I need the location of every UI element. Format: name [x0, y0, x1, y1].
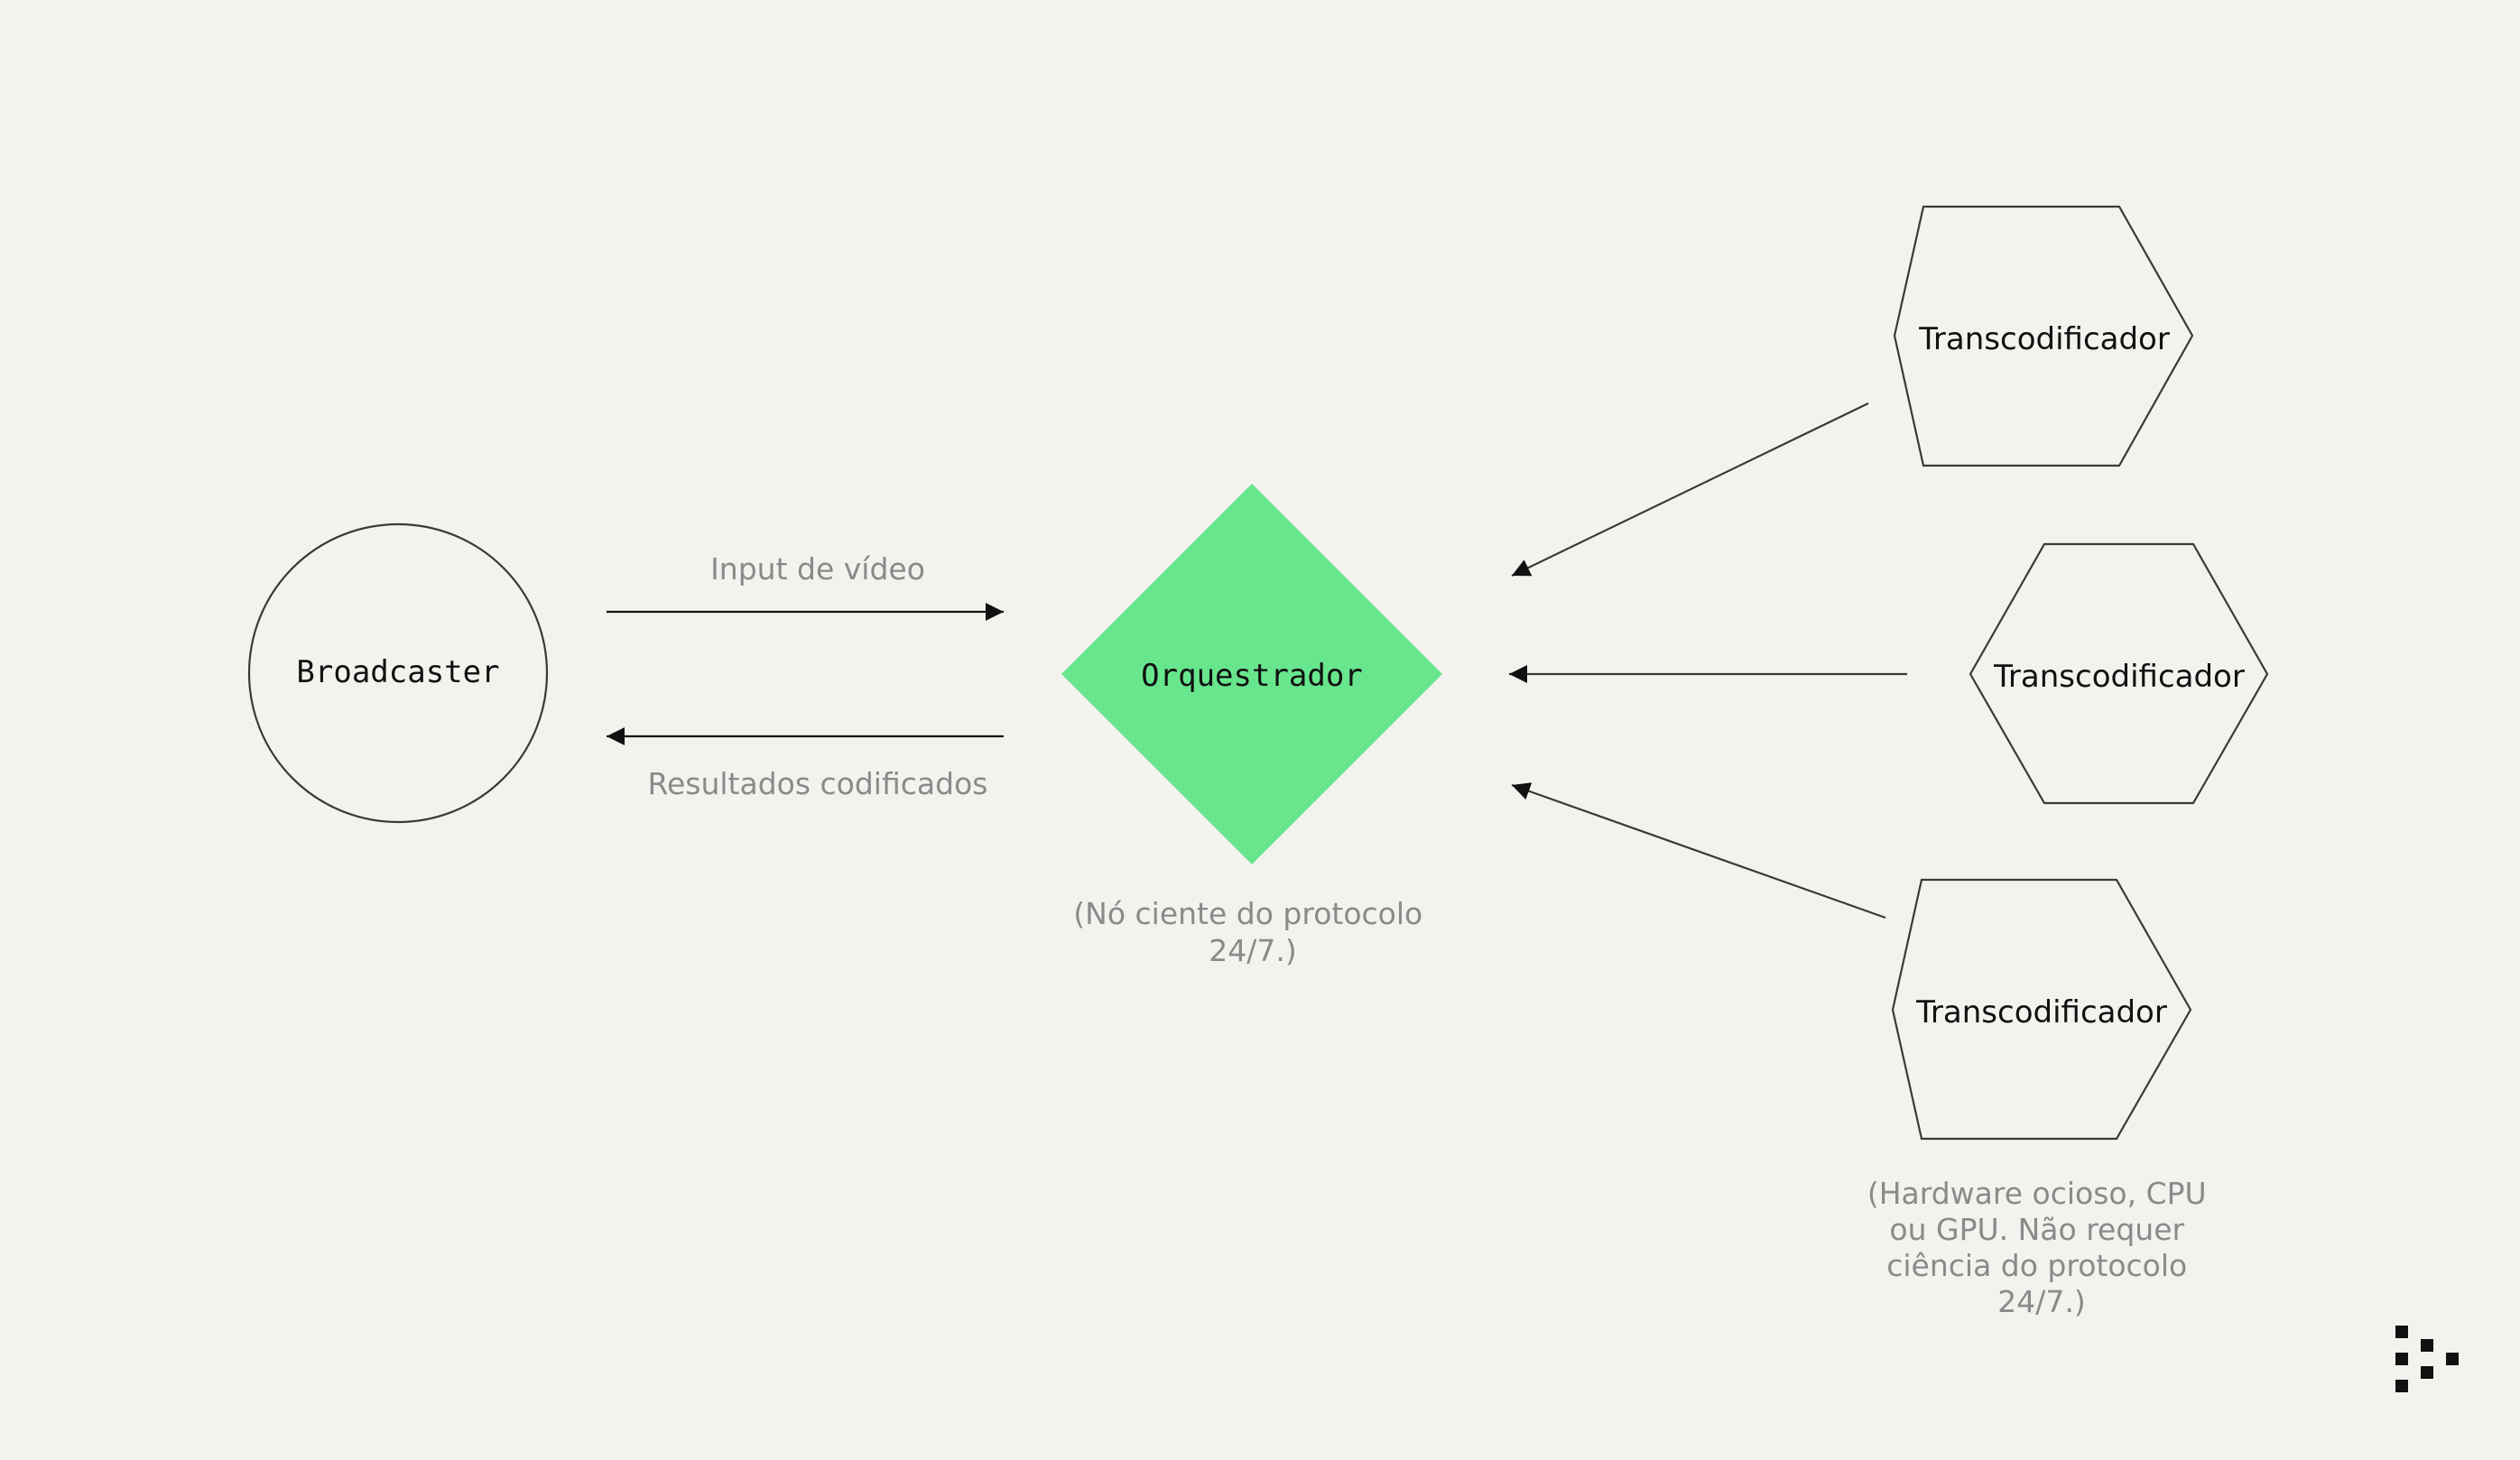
edge-encoded-results-label: Resultados codificados	[648, 766, 988, 801]
transcoder-hexagon	[1969, 542, 2269, 805]
transcoder-arrow-bottom	[1511, 782, 1886, 919]
orchestrator-note-line: (Nó ciente do protocolo	[1073, 896, 1422, 931]
transcoder-label: Transcodificador	[1993, 659, 2245, 695]
transcoder-label: Transcodificador	[1915, 994, 2167, 1030]
transcoder-note-line: 24/7.)	[1997, 1284, 2085, 1319]
transcoder-note-line: (Hardware ocioso, CPU	[1867, 1176, 2207, 1211]
orchestrator-label: Orquestrador	[1141, 658, 1363, 694]
transcoder-hexagon	[1891, 878, 2192, 1141]
transcoder-hexagon	[1893, 205, 2194, 467]
transcoder-node-3: Transcodificador	[1891, 878, 2192, 1141]
edge-video-input-label: Input de vídeo	[710, 551, 925, 587]
transcoder-note-line: ou GPU. Não requer	[1889, 1212, 2184, 1247]
pixel-arrow-logo-icon	[2395, 1326, 2459, 1392]
broadcaster-node: Broadcaster	[247, 522, 549, 824]
transcoder-arrows	[1509, 402, 1907, 919]
orchestrator-node: Orquestrador (Nó ciente do protocolo 24/…	[1061, 484, 1442, 968]
broadcaster-circle	[247, 522, 549, 824]
orchestrator-note: (Nó ciente do protocolo 24/7.)	[1073, 896, 1431, 968]
transcoder-node-2: Transcodificador	[1969, 542, 2269, 805]
transcoder-note-line: ciência do protocolo	[1886, 1248, 2187, 1283]
transcoder-note: (Hardware ocioso, CPU ou GPU. Não requer…	[1867, 1176, 2216, 1319]
orchestrator-note-line: 24/7.)	[1209, 933, 1296, 968]
edge-video-input: Input de vídeo	[607, 551, 1004, 621]
transcoder-arrow-top	[1511, 402, 1869, 577]
edge-encoded-results: Resultados codificados	[607, 727, 1004, 801]
broadcaster-label: Broadcaster	[296, 654, 499, 690]
orchestrator-diamond	[1061, 484, 1442, 864]
transcoder-label: Transcodificador	[1918, 321, 2170, 357]
transcoder-node-1: Transcodificador	[1893, 205, 2194, 467]
